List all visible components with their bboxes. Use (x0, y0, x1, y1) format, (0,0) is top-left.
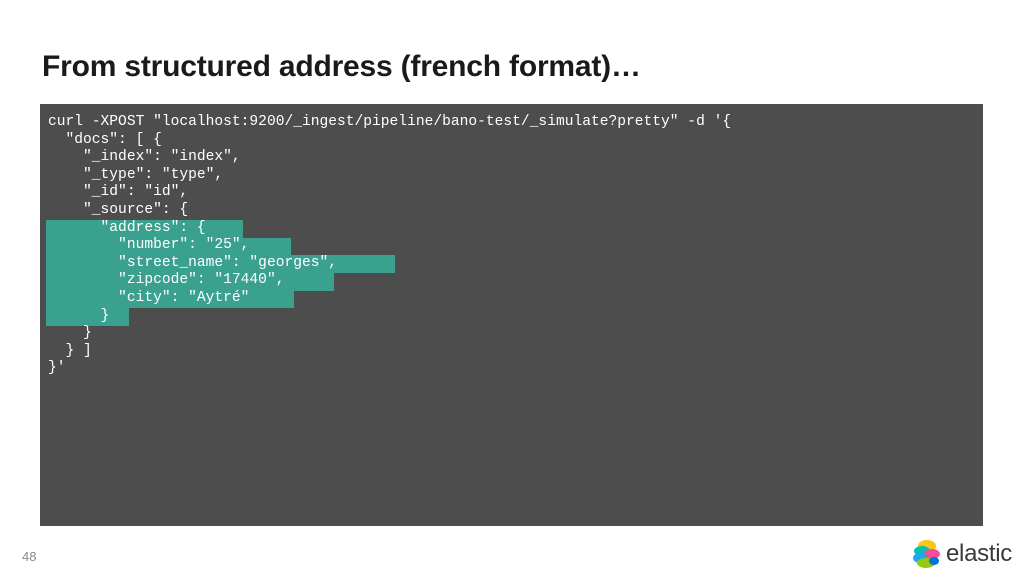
slide-title: From structured address (french format)… (42, 50, 641, 83)
code-line: "_id": "id", (48, 184, 189, 201)
code-line: "street_name": "georges", (48, 254, 338, 271)
code-line: }' (48, 360, 66, 377)
code-line: "_type": "type", (48, 166, 224, 183)
code-block: curl -XPOST "localhost:9200/_ingest/pipe… (40, 104, 983, 526)
code-line: "number": "25", (48, 237, 250, 254)
elastic-logo-icon (913, 540, 940, 568)
code-line: "address": { (48, 219, 206, 236)
elastic-logo: elastic (910, 538, 1012, 570)
code-line: curl -XPOST "localhost:9200/_ingest/pipe… (48, 114, 732, 130)
code-highlight (46, 308, 129, 326)
code-highlight (46, 255, 395, 273)
code-line: } (48, 307, 110, 324)
code-highlight (46, 220, 243, 238)
code-highlight (46, 290, 294, 309)
code-line: "zipcode": "17440", (48, 272, 285, 289)
code-line: "_source": { (48, 202, 189, 218)
page-number: 48 (22, 549, 37, 564)
elastic-logo-text: elastic (946, 540, 1012, 567)
code-highlight (46, 273, 334, 291)
code-line: "city": "Aytré" (48, 290, 250, 306)
code-line: } ] (48, 342, 92, 359)
code-line: "docs": [ { (48, 131, 162, 148)
code-line: } (48, 325, 92, 342)
code-highlight (46, 237, 291, 256)
code-line: "_index": "index", (48, 149, 241, 166)
